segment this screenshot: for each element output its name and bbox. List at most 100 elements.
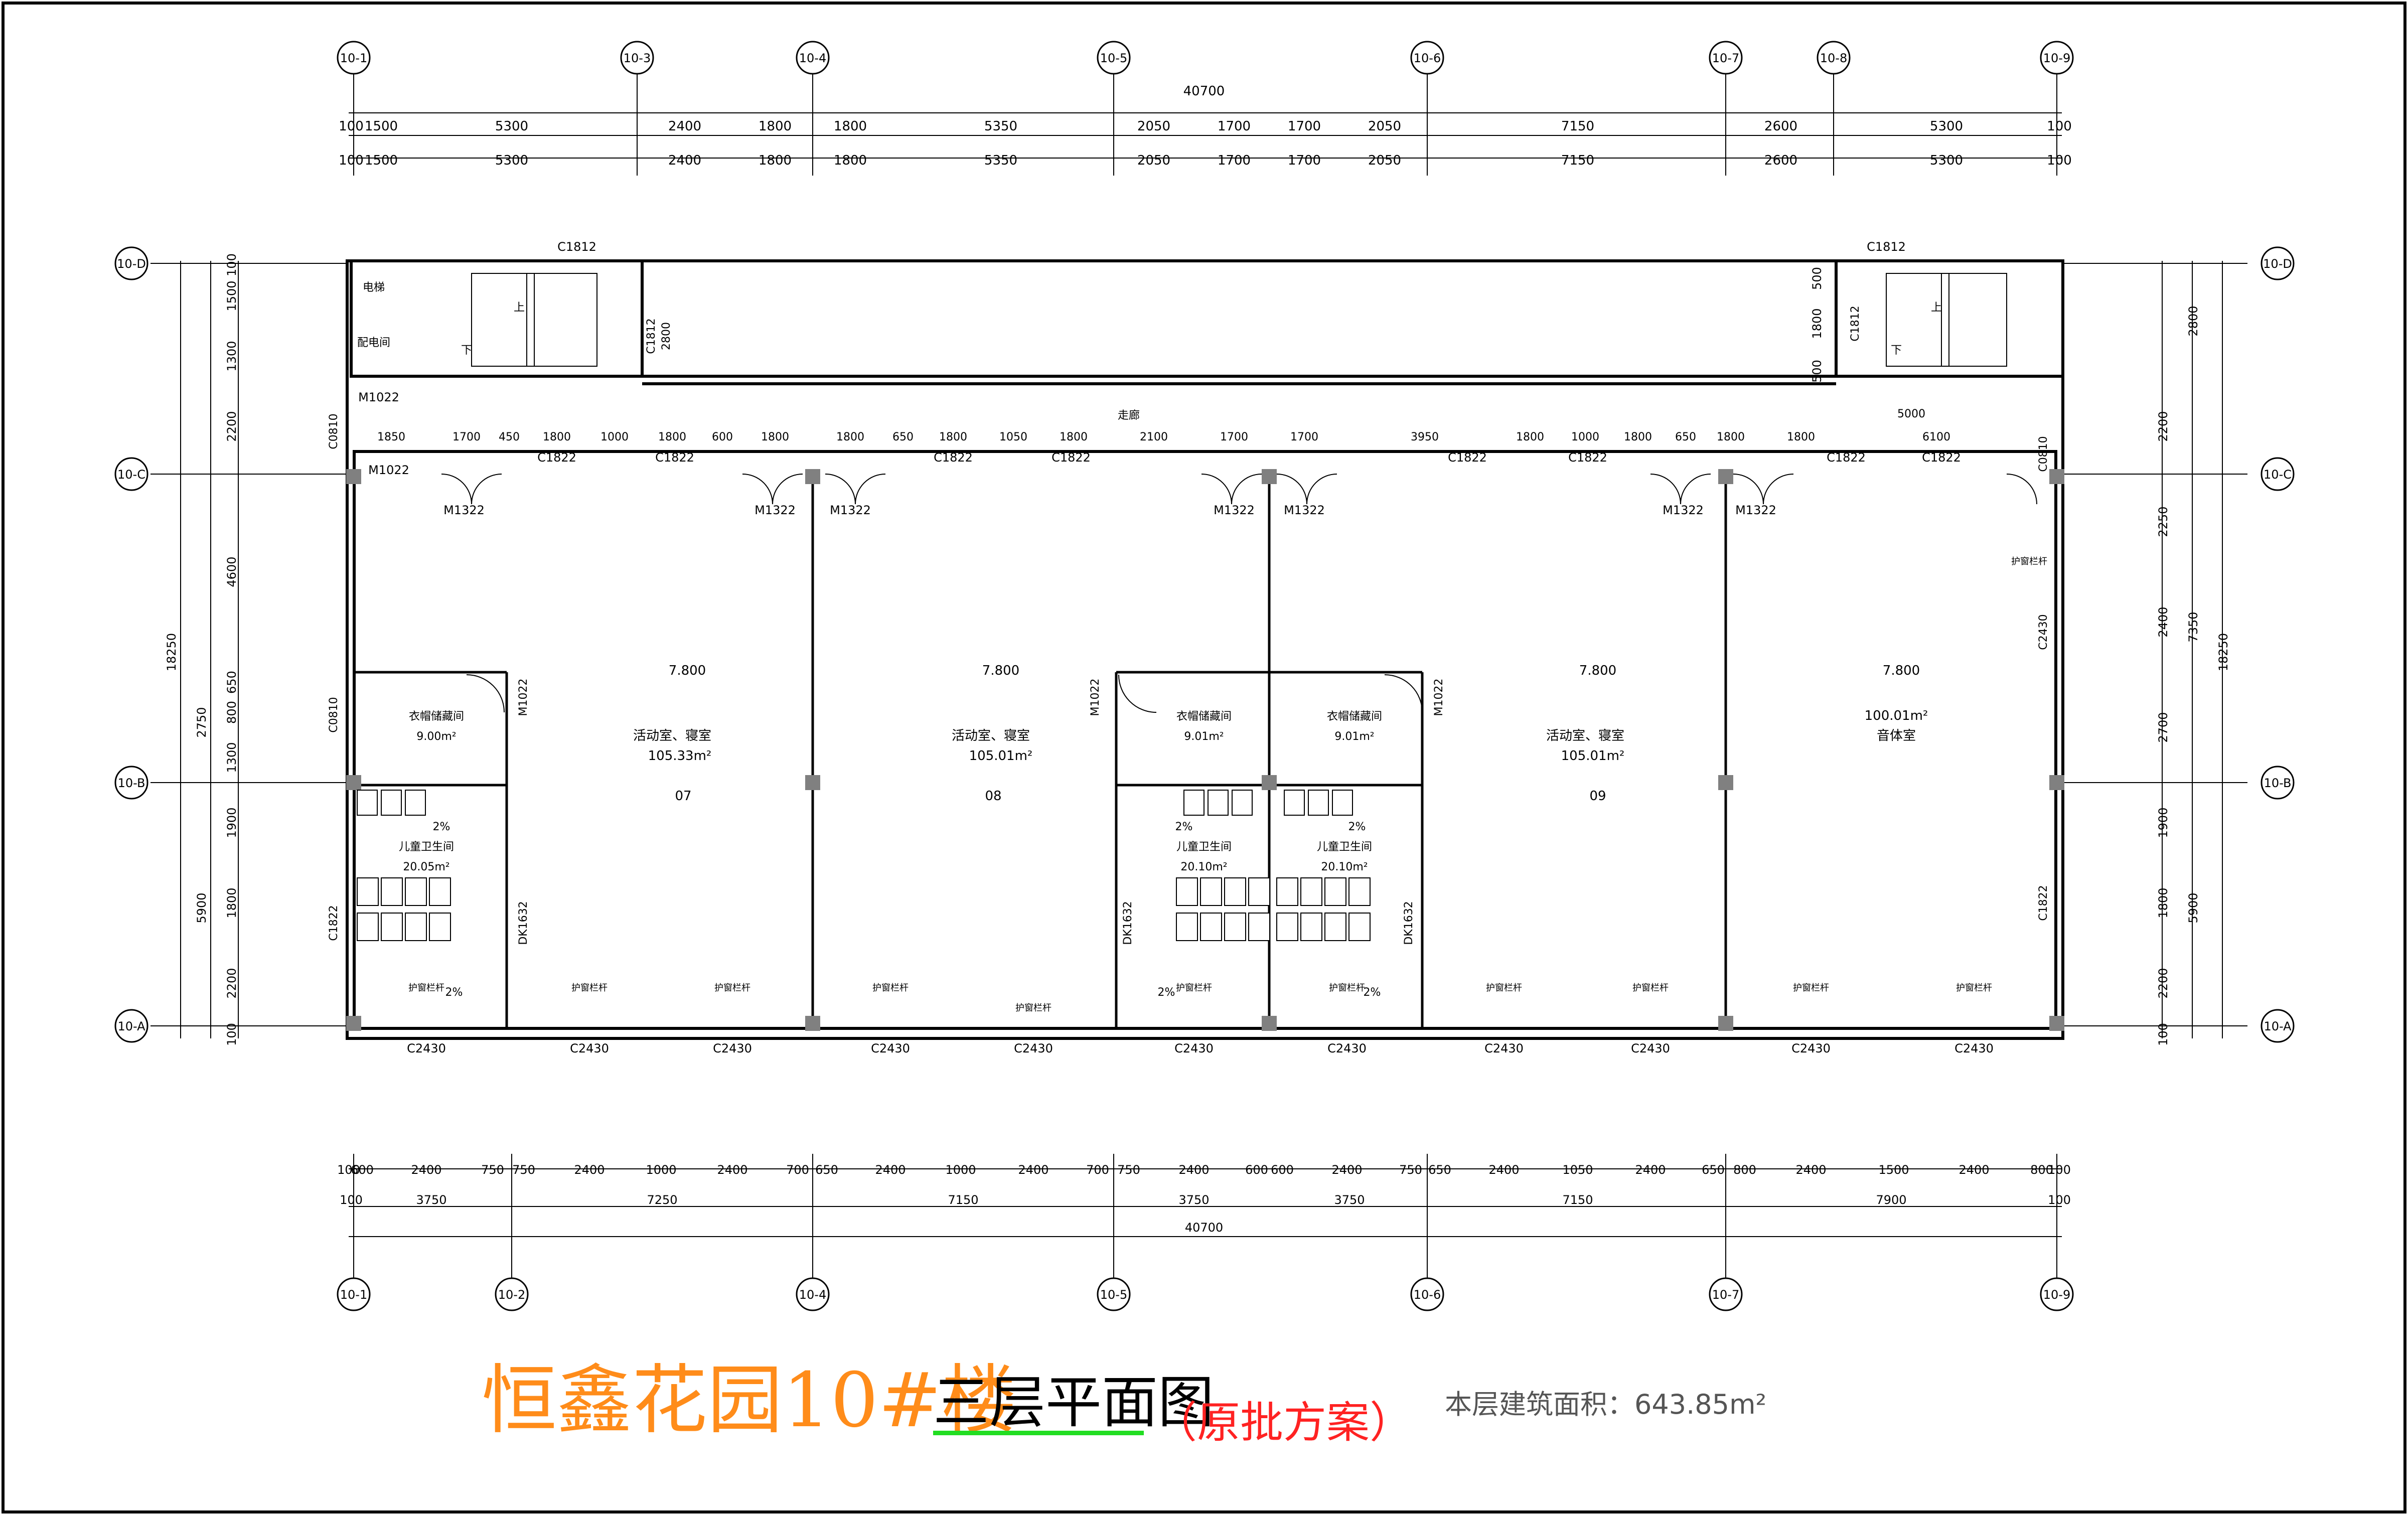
dim-text: 800 bbox=[225, 701, 239, 724]
partition-walls bbox=[354, 472, 1727, 1028]
axis-label: 10-9 bbox=[2043, 51, 2070, 65]
axis-label: 10-B bbox=[118, 776, 145, 790]
corridor-dimension-text: 1700 450 1800 1000 1800 600 1800 1800 65… bbox=[377, 408, 1950, 443]
door-tag: M1022 bbox=[1433, 679, 1445, 716]
toilet-area: 20.10m² bbox=[1321, 861, 1368, 873]
dim-text: 5350 bbox=[984, 119, 1017, 134]
door-tag: M1322 bbox=[755, 503, 796, 517]
door-tag: M1322 bbox=[443, 503, 485, 517]
room-area: 105.01m² bbox=[1561, 748, 1625, 764]
window-tag: C1822 bbox=[1922, 450, 1961, 465]
dim-text: 1800 bbox=[225, 887, 239, 918]
window-tag: C0810 bbox=[328, 413, 340, 449]
axis-bubbles-left bbox=[114, 246, 148, 1043]
door-tag: DK1632 bbox=[517, 901, 530, 945]
toilet-area: 20.10m² bbox=[1180, 861, 1227, 873]
dim-text: 1500 bbox=[225, 280, 239, 311]
window-tag: C2430 bbox=[2037, 614, 2050, 650]
dim-text: 500 bbox=[1810, 267, 1824, 290]
dim-text: 5900 bbox=[195, 892, 209, 923]
dim-text: 5300 bbox=[1930, 153, 1963, 168]
dim-text: 1500 bbox=[365, 153, 398, 168]
window-tag: C1812 bbox=[557, 240, 596, 254]
dim-text: 1900 bbox=[2156, 807, 2170, 838]
room-elevation: 7.800 bbox=[982, 663, 1019, 678]
dim-text: 1700 bbox=[1288, 119, 1321, 134]
room-number: 07 bbox=[675, 789, 691, 804]
dim-text: 100 bbox=[339, 153, 364, 168]
room-name: 活动室、寝室 bbox=[633, 728, 711, 743]
door-tag: M1322 bbox=[830, 503, 871, 517]
dim-text: 1800 bbox=[761, 431, 789, 443]
dim-text: 5300 bbox=[495, 153, 528, 168]
dim-text: 1000 bbox=[1571, 431, 1599, 443]
dim-text: 1800 bbox=[939, 431, 967, 443]
storage-area: 9.01m² bbox=[1184, 730, 1224, 743]
dim-text: 2400 bbox=[1178, 1163, 1209, 1177]
window-tag: C2430 bbox=[1954, 1041, 1994, 1055]
dim-text: 2400 bbox=[875, 1163, 906, 1177]
door-swings bbox=[441, 474, 2037, 713]
window-tag: C1822 bbox=[2037, 885, 2050, 921]
axis-labels-top: 10-1 10-3 10-4 10-5 10-6 10-7 10-8 10-9 bbox=[340, 51, 2070, 65]
window-tag: C1812 bbox=[1867, 240, 1906, 254]
dim-text: 1700 bbox=[453, 431, 481, 443]
dim-text: 3750 bbox=[416, 1193, 446, 1207]
dim-text: 2050 bbox=[1368, 153, 1401, 168]
dim-text: 5300 bbox=[495, 119, 528, 134]
stair-up: 上 bbox=[514, 301, 525, 314]
window-tag: C1822 bbox=[1448, 450, 1487, 465]
dim-text: 2200 bbox=[225, 968, 239, 998]
dim-text: 2800 bbox=[2186, 306, 2200, 336]
toilet-name: 儿童卫生间 bbox=[1176, 841, 1232, 853]
left-stair-block bbox=[350, 259, 644, 378]
dim-text: 1000 bbox=[646, 1163, 676, 1177]
dim-text: 4600 bbox=[225, 556, 239, 587]
slope-mark: 2% bbox=[1158, 986, 1175, 999]
axis-label: 10-9 bbox=[2043, 1288, 2070, 1302]
dim-text: 650 bbox=[815, 1163, 838, 1177]
slope-mark: 2% bbox=[445, 986, 463, 999]
dim-text: 2100 bbox=[1140, 431, 1168, 443]
toilet-name: 儿童卫生间 bbox=[1317, 841, 1372, 853]
door-tag: M1022 bbox=[358, 390, 399, 404]
dim-text: 650 bbox=[1428, 1163, 1451, 1177]
axis-label: 10-C bbox=[117, 468, 145, 482]
dim-text: 700 bbox=[786, 1163, 809, 1177]
dim-text: 2050 bbox=[1137, 153, 1170, 168]
dim-text: 2050 bbox=[1137, 119, 1170, 134]
railing-tag: 护窗栏杆 bbox=[1486, 983, 1522, 993]
toilet-area: 20.05m² bbox=[403, 861, 449, 873]
railing-tag: 护窗栏杆 bbox=[1176, 983, 1212, 993]
stair-right bbox=[1886, 273, 2007, 367]
dim-text: 7350 bbox=[2186, 612, 2200, 642]
dim-total: 18250 bbox=[2216, 633, 2230, 671]
dim-text: 3750 bbox=[1334, 1193, 1365, 1207]
dim-text: 2200 bbox=[2156, 968, 2170, 998]
dim-text: 3750 bbox=[1178, 1193, 1209, 1207]
axis-label: 10-2 bbox=[498, 1288, 525, 1302]
dim-text: 5350 bbox=[984, 153, 1017, 168]
door-tag: DK1632 bbox=[1122, 901, 1134, 945]
window-tag: C0810 bbox=[328, 697, 340, 732]
dim-text: 100 bbox=[339, 119, 364, 134]
dim-text: 650 bbox=[1675, 431, 1696, 443]
storage-name: 衣帽储藏间 bbox=[1176, 710, 1232, 723]
window-tag: C1822 bbox=[1051, 450, 1091, 465]
door-tag: M1022 bbox=[517, 679, 530, 716]
dim-text: 2400 bbox=[1795, 1163, 1826, 1177]
railing-tag: 护窗栏杆 bbox=[408, 983, 444, 993]
dim-total: 40700 bbox=[1185, 1221, 1223, 1235]
dim-text: 750 bbox=[512, 1163, 535, 1177]
stair-dim: 2800 bbox=[660, 322, 673, 350]
dim-text: 2600 bbox=[1764, 153, 1797, 168]
axis-labels-bottom: 10-1 10-2 10-4 10-5 10-6 10-7 10-9 bbox=[340, 1288, 2070, 1302]
opening-tags: C1812 C1812 C1822 C1822 C1822 C1822 C182… bbox=[358, 240, 1994, 1055]
axis-label: 10-A bbox=[117, 1019, 145, 1033]
dim-text: 100 bbox=[340, 1193, 363, 1207]
maintenance-label: 配电间 bbox=[357, 337, 390, 349]
railing-tag: 护窗栏杆 bbox=[571, 983, 608, 993]
axis-labels-right: 10-D 10-C 10-B 10-A bbox=[2263, 257, 2292, 1033]
stair-down: 下 bbox=[1891, 344, 1902, 357]
